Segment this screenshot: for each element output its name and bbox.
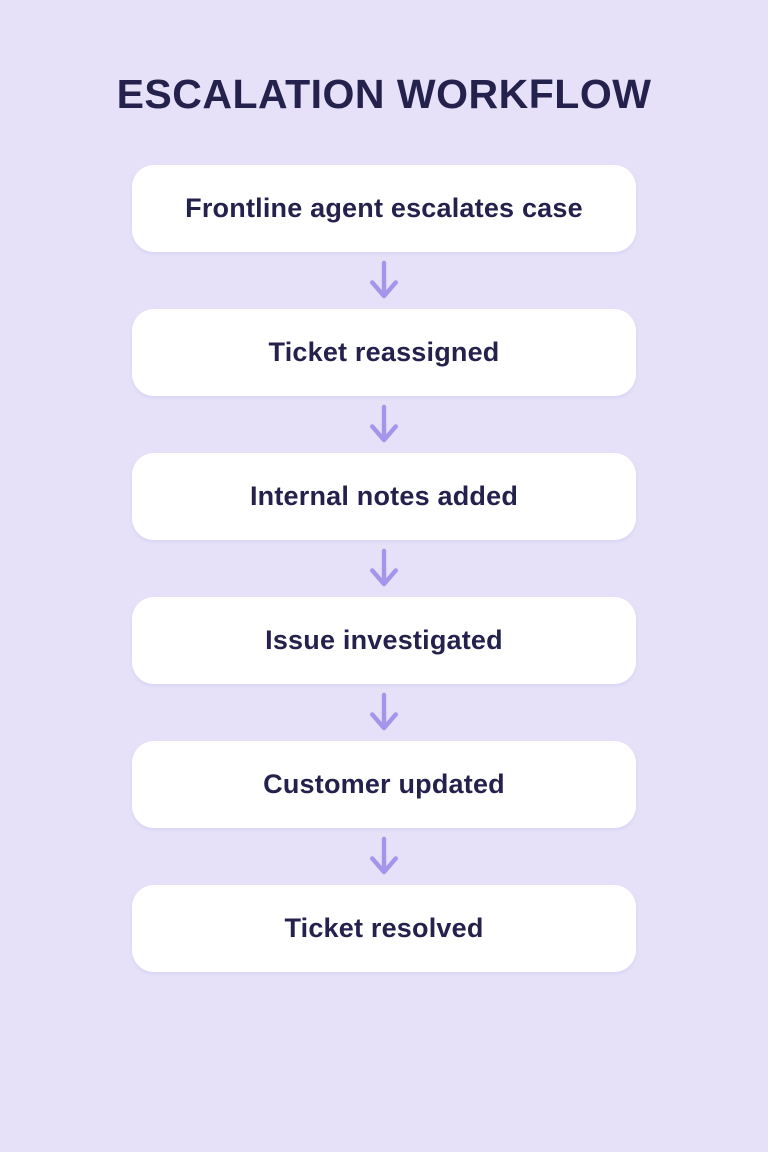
page-title: ESCALATION WORKFLOW bbox=[116, 71, 652, 117]
flow-step-label: Issue investigated bbox=[265, 625, 503, 656]
flow-step-issue-investigated: Issue investigated bbox=[132, 597, 636, 685]
flow-step-label: Ticket reassigned bbox=[268, 337, 500, 368]
flow-step-ticket-resolved: Ticket resolved bbox=[132, 885, 636, 973]
arrow-down-icon bbox=[370, 404, 398, 443]
flow-step-label: Ticket resolved bbox=[284, 913, 484, 944]
flow-step-internal-notes: Internal notes added bbox=[132, 453, 636, 541]
flow-step-label: Customer updated bbox=[263, 769, 505, 800]
flow-step-customer-updated: Customer updated bbox=[132, 741, 636, 829]
escalation-workflow-diagram: Frontline agent escalates case Ticket re… bbox=[132, 165, 636, 973]
flow-step-label: Internal notes added bbox=[249, 481, 519, 512]
arrow-down-icon bbox=[370, 836, 398, 875]
arrow-down-icon bbox=[370, 548, 398, 587]
arrow-down-icon bbox=[370, 260, 398, 299]
flow-step-label: Frontline agent escalates case bbox=[185, 193, 583, 224]
flow-step-frontline-escalates: Frontline agent escalates case bbox=[132, 165, 636, 253]
flow-step-ticket-reassigned: Ticket reassigned bbox=[132, 309, 636, 397]
arrow-down-icon bbox=[370, 692, 398, 731]
